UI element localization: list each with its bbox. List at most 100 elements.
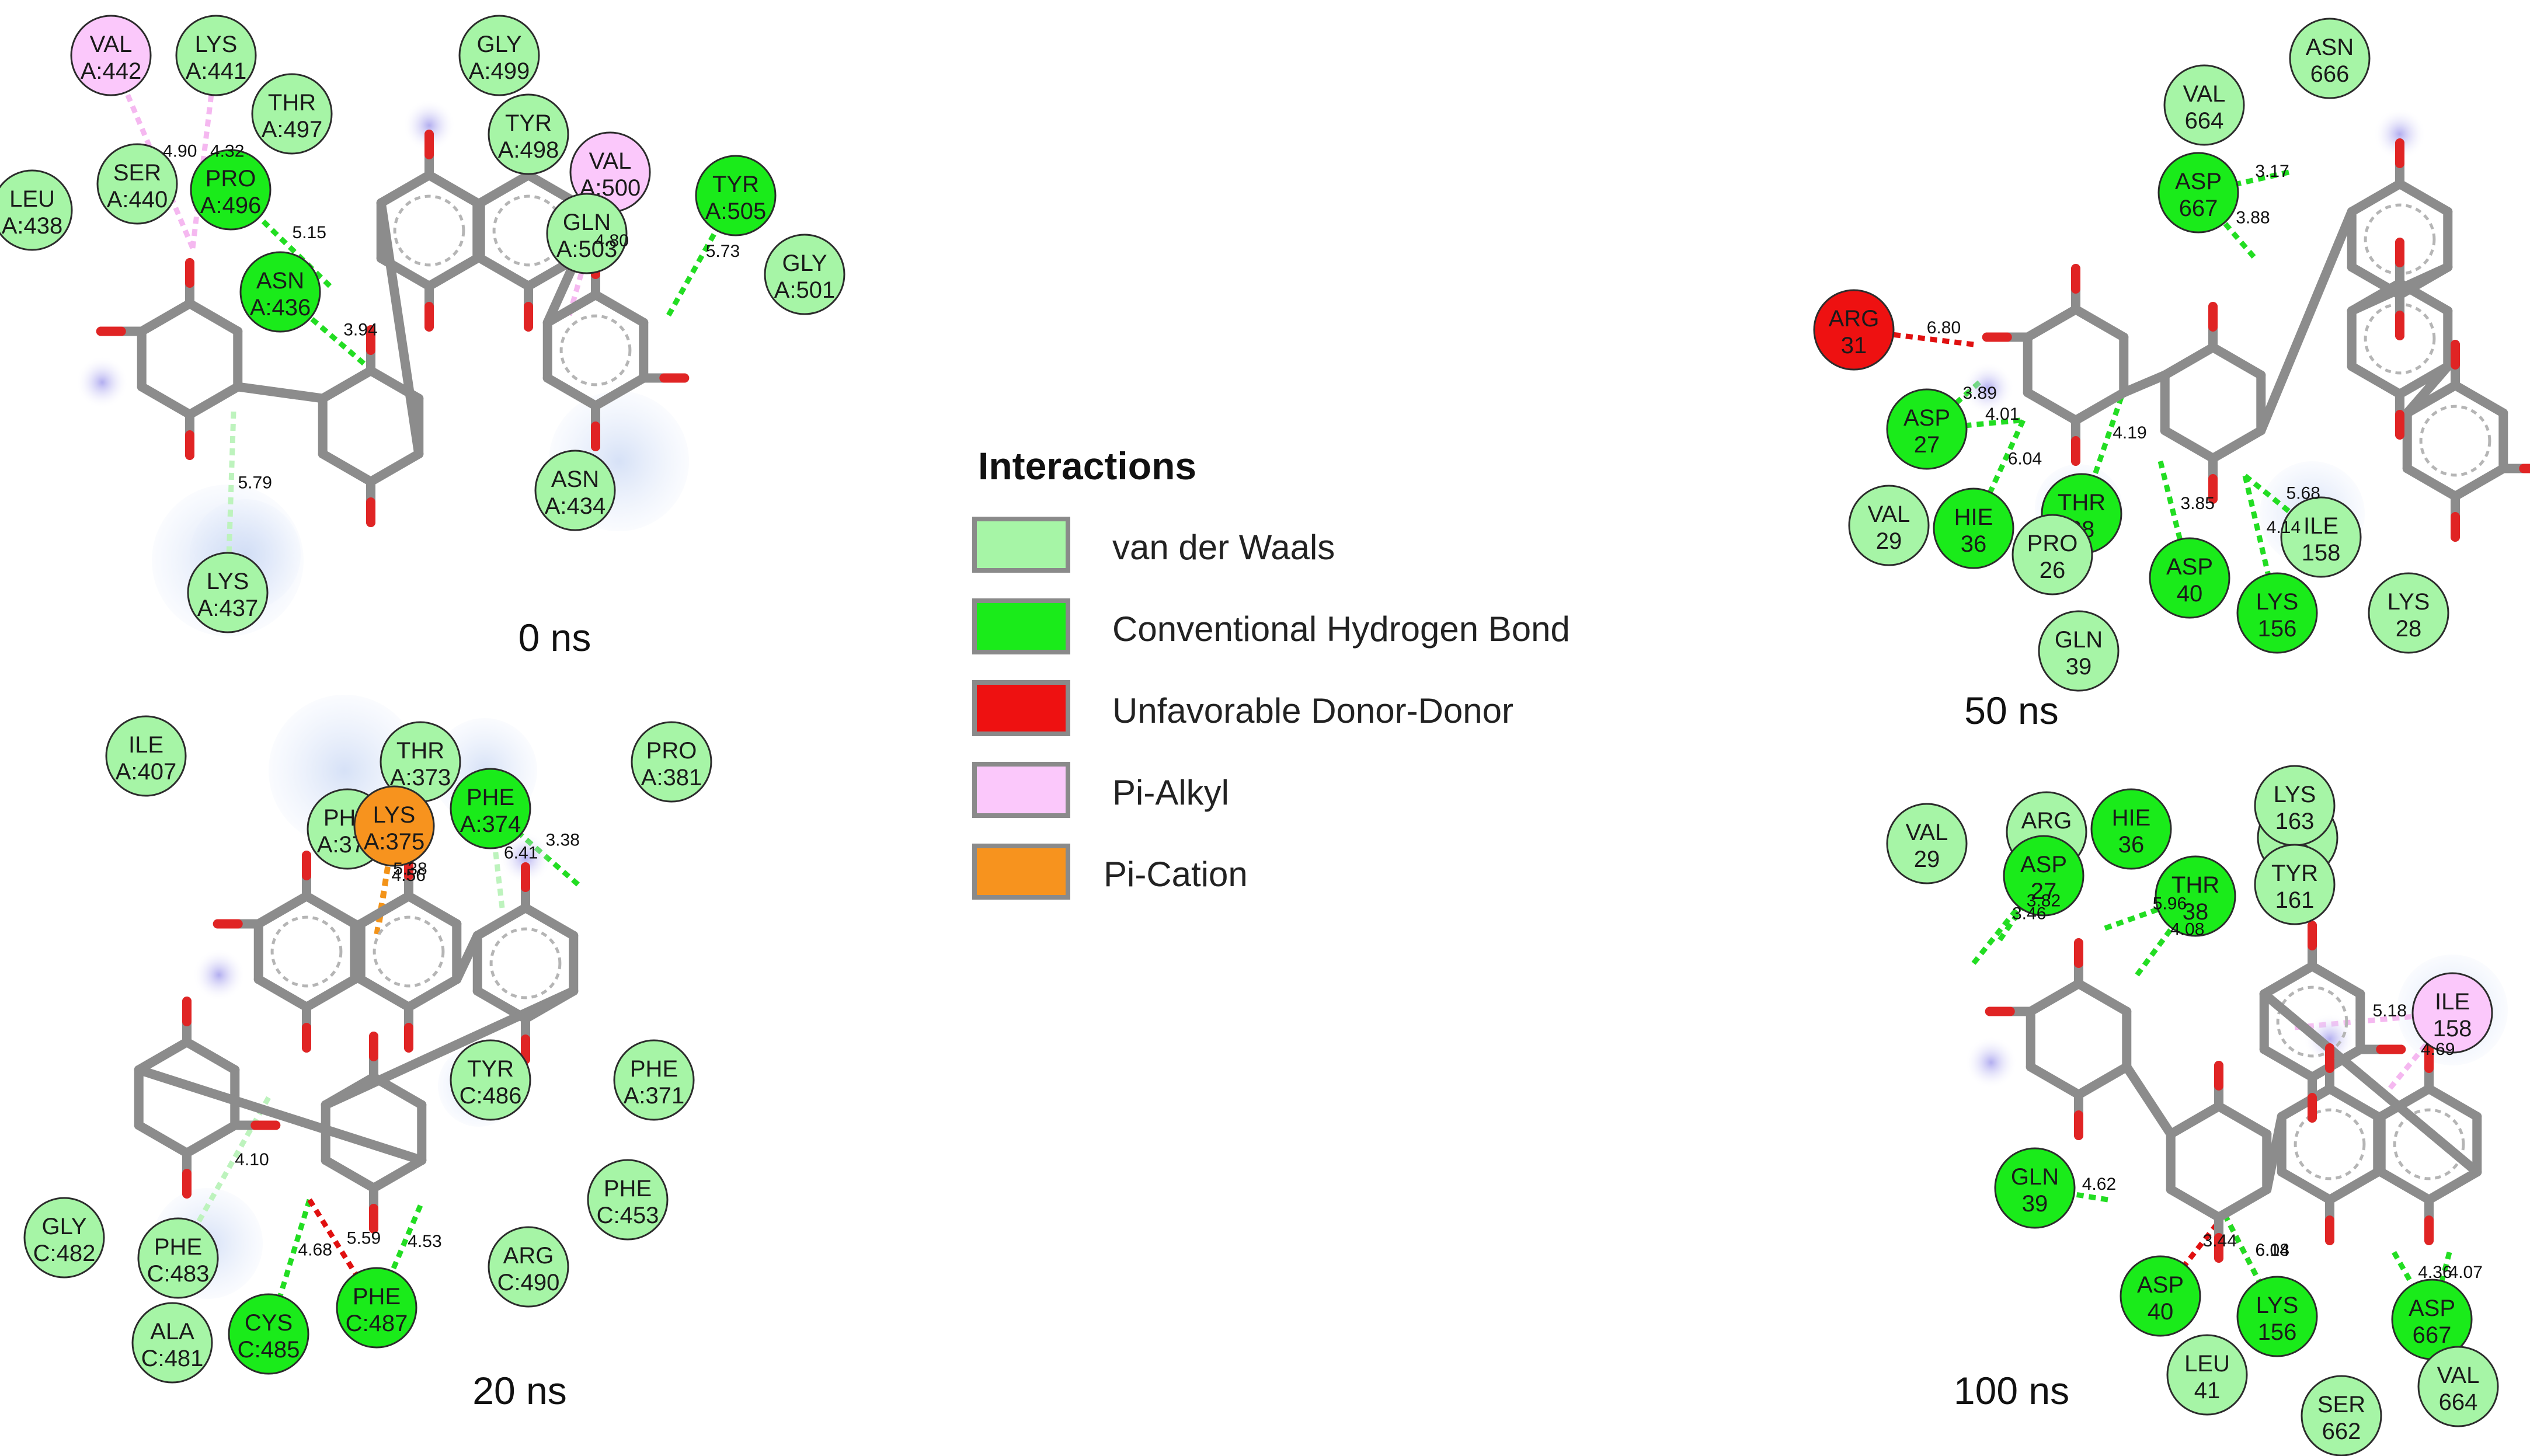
residues-panel-100ns: VAL29ARG31HIE36PRO26LYS163ASP27THR38TYR1…: [1886, 765, 2499, 1456]
bond: [350, 919, 366, 984]
residue-number: C:483: [147, 1261, 210, 1287]
ring-bond: [376, 170, 434, 208]
residue-number: C:453: [597, 1203, 659, 1228]
legend-swatch-vdw: [972, 517, 1070, 573]
residue-number: 39: [2066, 654, 2092, 680]
residue-number: 666: [2310, 61, 2350, 87]
distance-label: 5.38: [393, 859, 427, 879]
residue-number: 41: [2194, 1378, 2221, 1403]
residue-number: 27: [2031, 879, 2057, 904]
residue-name: LYS: [2256, 589, 2299, 615]
bond: [2119, 370, 2170, 398]
residue-number: 662: [2322, 1419, 2361, 1444]
residue-circle: [2236, 572, 2318, 654]
distance-label: 6.04: [2256, 1241, 2289, 1260]
residue-circle: [631, 721, 712, 803]
distance-label: 4.62: [2082, 1175, 2116, 1194]
residue-number: A:371: [624, 1083, 685, 1109]
residue-number: C:485: [238, 1337, 300, 1363]
atom-glow: [1962, 362, 2014, 414]
residue-name: ILE: [2303, 513, 2338, 539]
residue-name: ASP: [1903, 405, 1950, 431]
distance-label: 4.19: [2113, 423, 2146, 443]
distance-label: 5.73: [706, 242, 740, 261]
legend: Interactions van der Waals Conventional …: [972, 444, 1644, 922]
residue-name: THR: [268, 90, 316, 116]
residue-circle: [2012, 514, 2093, 595]
bond: [2262, 1112, 2287, 1194]
ring-bond: [2160, 343, 2218, 380]
bond: [2373, 1112, 2386, 1177]
ring-bond: [318, 366, 375, 403]
residue-number: 29: [1914, 847, 1940, 872]
ring-bond: [2074, 1062, 2132, 1099]
residue-circle: [131, 1302, 213, 1384]
atom-glow: [403, 99, 455, 152]
legend-swatch-donor: [972, 680, 1070, 736]
ring-bond: [2208, 426, 2266, 463]
distance-label: 4.68: [298, 1241, 332, 1260]
residue-circle: [587, 1159, 669, 1241]
residue-name: VAL: [589, 148, 632, 174]
residue-name: LYS: [2256, 1293, 2299, 1318]
residue-circle: [336, 1267, 417, 1349]
ring-bond: [2259, 962, 2317, 999]
residue-number: A:375: [364, 829, 425, 855]
residue-number: 667: [2413, 1322, 2452, 1348]
residue-number: A:381: [641, 765, 702, 790]
ring-bond: [472, 903, 530, 941]
ring-bond: [2451, 464, 2508, 501]
ring-bond: [591, 290, 649, 328]
residue-name: ALA: [150, 1319, 194, 1344]
residue-circle: [2120, 1255, 2201, 1337]
residues-panel-50ns: ASN666VAL664ASP667ARG31ASP27VAL29HIE36TH…: [1813, 18, 2449, 692]
atom-glow: [76, 356, 128, 409]
residue-name: ARG: [1829, 306, 1880, 332]
residue-circle: [2254, 844, 2336, 925]
residue-name: GLY: [41, 1214, 86, 1239]
residue-circle: [190, 149, 272, 231]
residue-circle: [239, 251, 321, 333]
residue-name: LYS: [195, 32, 238, 57]
residue-circle: [2166, 1334, 2248, 1416]
ring-bond: [182, 1037, 240, 1075]
aromatic-ring: [393, 194, 465, 267]
ring-bond: [185, 382, 243, 419]
ring-bond: [2160, 426, 2218, 463]
distance-label: 5.96: [2153, 894, 2187, 913]
residue-circle: [450, 768, 531, 849]
residue-name: THR: [2058, 490, 2106, 515]
ring-bond: [2259, 1044, 2317, 1082]
residue-circle: [1813, 289, 1895, 371]
residue-number: C:486: [460, 1083, 522, 1109]
residue-circle: [2155, 855, 2236, 937]
residue-circle: [450, 1039, 531, 1121]
legend-item-pialkyl: Pi-Alkyl: [972, 762, 1644, 826]
residue-number: 161: [2275, 887, 2315, 913]
residue-number: 156: [2258, 616, 2297, 642]
residue-number: A:437: [197, 595, 259, 621]
residue-circle: [613, 1039, 695, 1121]
residue-circle: [488, 93, 569, 175]
residue-name: GLN: [563, 210, 611, 235]
ring-bond: [591, 373, 649, 410]
aromatic-ring: [373, 915, 445, 988]
bond: [2256, 207, 2357, 436]
ring-bond: [2424, 1084, 2482, 1121]
residue-name: THR: [2171, 872, 2219, 898]
residue-circle: [2280, 496, 2362, 578]
distance-label: 4.80: [595, 231, 629, 250]
aromatic-ring: [270, 915, 343, 988]
ring-bond: [2214, 1102, 2272, 1139]
residue-name: TYR: [2271, 861, 2318, 886]
distance-label: 3.17: [2255, 162, 2289, 181]
